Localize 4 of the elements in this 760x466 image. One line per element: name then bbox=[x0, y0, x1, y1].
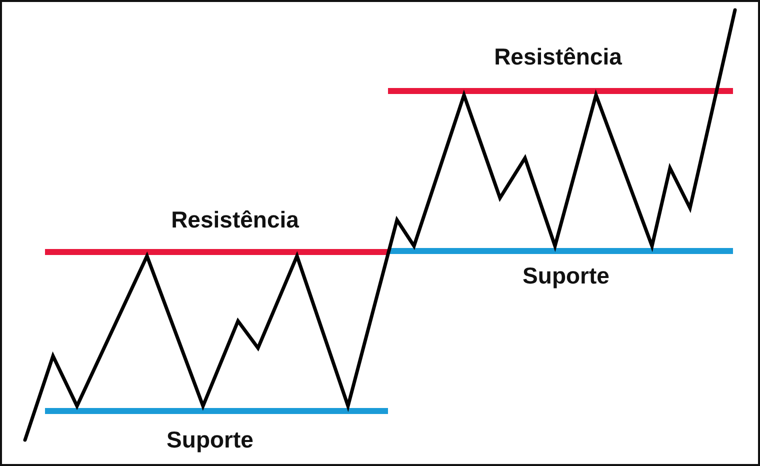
support-label: Suporte bbox=[522, 264, 610, 288]
resistance-label: Resistência bbox=[171, 208, 299, 232]
support-label: Suporte bbox=[166, 428, 254, 452]
resistance-label: Resistência bbox=[494, 46, 622, 68]
